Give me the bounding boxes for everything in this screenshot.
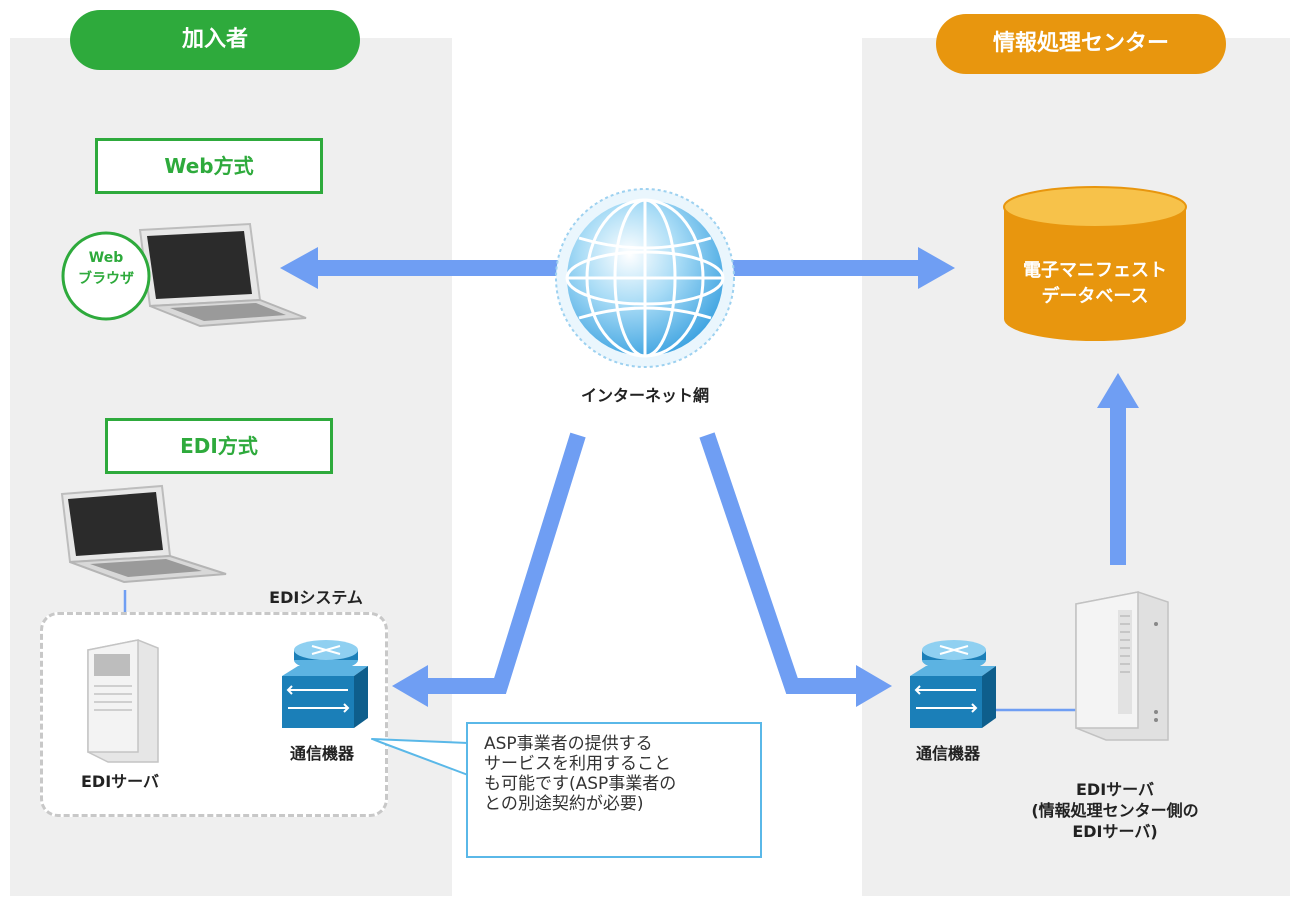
center-header: 情報処理センター (936, 14, 1226, 74)
browser-badge-line1: Web (88, 250, 124, 266)
web-method-box: Web方式 (95, 138, 323, 194)
center-server-line1: EDIサーバ (1075, 780, 1154, 799)
browser-badge-line2: ブラウザ (78, 271, 134, 287)
server-tower-icon (87, 639, 159, 763)
asp-note: ASP事業者の提供する サービスを利用すること も可能です(ASP事業者の との… (466, 722, 762, 858)
arrow-internet-to-edi-system (425, 432, 586, 694)
edi-method-box: EDI方式 (105, 418, 333, 474)
web-browser-badge (61, 231, 151, 321)
arrow-edi-system-head (392, 665, 428, 707)
database-line1: 電子マニフェスト (1023, 260, 1167, 281)
comm-device-label: 通信機器 (289, 744, 354, 763)
arrow-to-web-laptop-head (280, 247, 318, 289)
center-comm-device-label: 通信機器 (915, 744, 980, 763)
arrow-to-database-head (918, 247, 955, 289)
note-line2: サービスを利用すること (484, 754, 671, 774)
internet-label: インターネット網 (580, 386, 709, 405)
router-icon (282, 640, 368, 728)
arrow-server-to-db-head (1097, 373, 1139, 408)
arrow-to-web-laptop (308, 260, 568, 276)
database-line2: データベース (1041, 286, 1149, 307)
edi-laptop-icon (60, 484, 227, 584)
center-server-line3: EDIサーバ) (1072, 822, 1158, 841)
globe-icon (555, 188, 735, 368)
center-panel (862, 38, 1290, 896)
note-line4: との別途契約が必要) (484, 794, 644, 814)
edi-server-label: EDIサーバ (80, 772, 159, 791)
subscriber-header: 加入者 (70, 10, 360, 70)
edi-system-label: EDIシステム (269, 588, 363, 607)
note-pointer (371, 738, 469, 776)
center-server-line2: (情報処理センター側の (1031, 801, 1199, 820)
arrow-center-device-head (856, 665, 892, 707)
center-router-icon (910, 640, 996, 728)
note-line3: も可能です(ASP事業者の (484, 774, 677, 794)
laptop-icon (138, 222, 307, 328)
arrow-to-database (726, 260, 926, 276)
center-server-icon (1075, 591, 1169, 741)
arrow-internet-to-center-device (699, 432, 860, 694)
arrow-server-to-db (1110, 400, 1126, 565)
database-icon (1003, 186, 1187, 341)
note-line1: ASP事業者の提供する (484, 734, 653, 754)
